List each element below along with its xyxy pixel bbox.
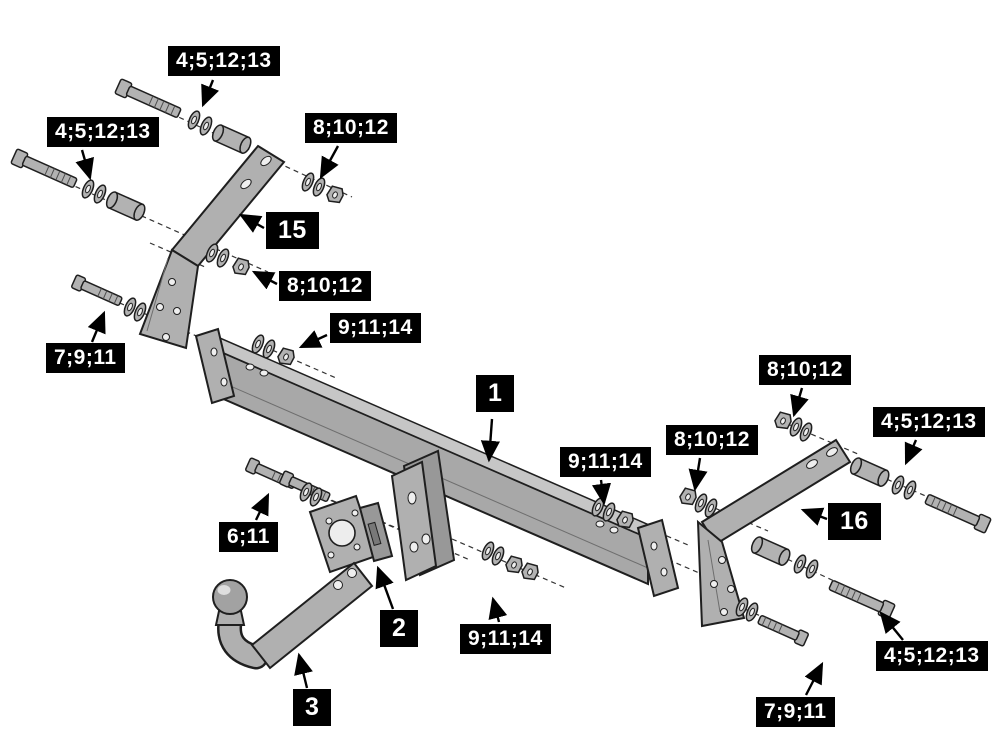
callout-part-16: 16 bbox=[828, 503, 881, 540]
nut bbox=[324, 183, 347, 207]
crossbar-part bbox=[194, 327, 680, 598]
left-bracket-part bbox=[138, 144, 286, 350]
callout-fastener-set-bottom-right: 4;5;12;13 bbox=[876, 641, 988, 672]
spacer-tube bbox=[847, 455, 892, 489]
callout-part-15: 15 bbox=[266, 212, 319, 249]
callout-fastener-set-top-left: 4;5;12;13 bbox=[168, 46, 280, 77]
leader-arrows bbox=[75, 79, 923, 696]
callout-fastener-set-lower-left: 7;9;11 bbox=[46, 343, 125, 374]
callout-part-1: 1 bbox=[476, 375, 515, 412]
support-plate-part bbox=[308, 494, 394, 574]
callout-fastener-set-center: 6;11 bbox=[219, 522, 278, 553]
washer bbox=[91, 182, 109, 206]
callout-fastener-set-left: 4;5;12;13 bbox=[47, 117, 159, 148]
washer bbox=[791, 552, 809, 576]
callout-fastener-set-right-upper: 8;10;12 bbox=[759, 355, 851, 386]
callout-fastener-set-right-mid: 8;10;12 bbox=[666, 425, 758, 456]
tow-ball-part bbox=[212, 561, 374, 670]
callout-fastener-set-beam-left: 9;11;14 bbox=[330, 313, 421, 344]
bolt bbox=[113, 77, 184, 122]
callout-fastener-set-mid-left: 8;10;12 bbox=[279, 271, 371, 302]
washer bbox=[79, 177, 97, 201]
nut bbox=[503, 553, 526, 577]
callout-part-2: 2 bbox=[380, 610, 419, 647]
washer bbox=[901, 478, 919, 502]
right-bracket-part bbox=[696, 438, 852, 628]
callout-fastener-set-lower-right: 7;9;11 bbox=[756, 697, 835, 728]
spacer-tube bbox=[748, 534, 793, 568]
callout-fastener-set-upper: 8;10;12 bbox=[305, 113, 397, 144]
washer bbox=[889, 473, 907, 497]
bolt bbox=[826, 576, 897, 621]
callout-fastener-set-right: 4;5;12;13 bbox=[873, 407, 985, 438]
callout-fastener-set-beam-right: 9;11;14 bbox=[560, 447, 651, 478]
nut bbox=[519, 560, 542, 584]
spacer-tube bbox=[209, 122, 254, 156]
spacer-tube bbox=[103, 189, 148, 223]
bolt bbox=[755, 612, 810, 648]
callout-part-3: 3 bbox=[293, 689, 332, 726]
bolt bbox=[922, 490, 993, 535]
bolt bbox=[9, 147, 80, 192]
washer bbox=[803, 557, 821, 581]
washer bbox=[197, 114, 215, 138]
callout-fastener-set-bottom: 9;11;14 bbox=[460, 624, 551, 655]
bolt bbox=[70, 273, 125, 309]
nut bbox=[230, 255, 253, 279]
